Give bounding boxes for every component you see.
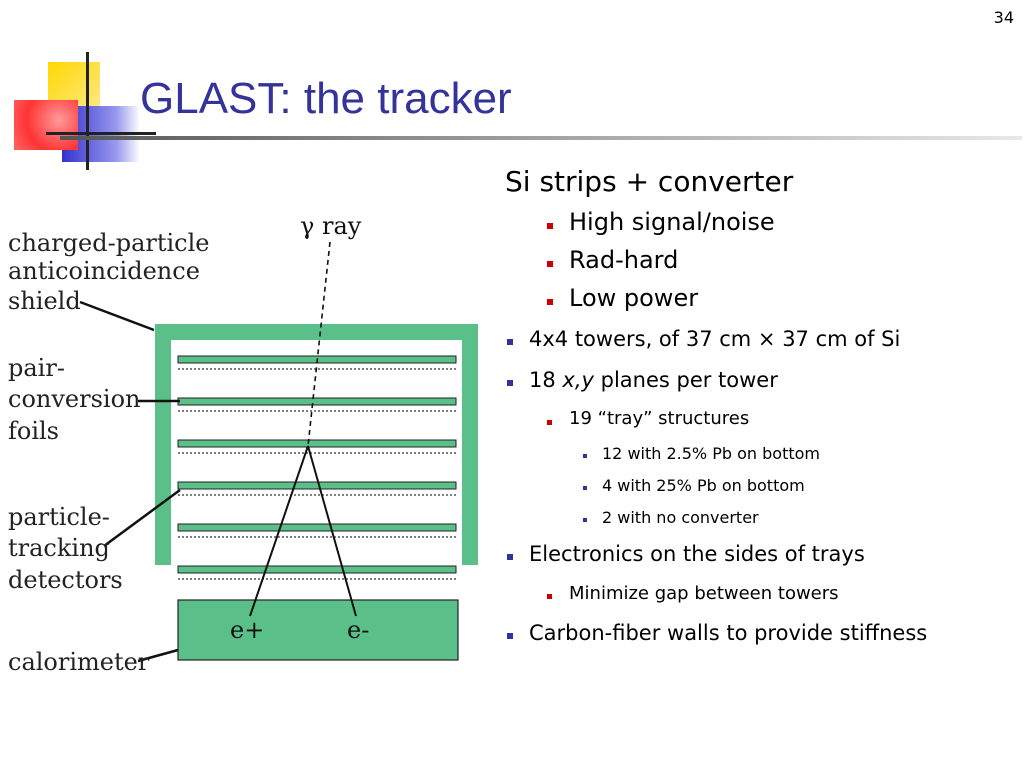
bullet-marker [507, 380, 513, 386]
foils-label-line: conversion [8, 385, 140, 413]
bullet-subsubitem: 12 with 2.5% Pb on bottom [602, 444, 820, 463]
bullet-text: 18 [529, 368, 563, 392]
calorimeter-block [177, 599, 459, 661]
tray [177, 397, 457, 406]
detectors-label-line: tracking [8, 534, 110, 562]
shield-label-line: shield [8, 287, 81, 315]
calorimeter-label-line: calorimeter [8, 648, 150, 676]
bullet-item: 18 x,y planes per tower [529, 368, 778, 392]
shield-pointer-line [79, 300, 155, 332]
shield-label-line: anticoincidence [8, 257, 200, 285]
logo-vertical-line [86, 52, 89, 170]
tray [177, 565, 457, 574]
shield-label: charged-particle anticoincidence shield [8, 229, 217, 315]
detectors-label-line: detectors [8, 566, 123, 594]
bullet-marker [547, 299, 553, 305]
bullet-marker [583, 454, 587, 458]
bullet-marker [583, 486, 587, 490]
bullet-marker [583, 518, 587, 522]
bullet-marker [507, 554, 513, 560]
electron-plus-label: e+ [230, 616, 264, 644]
bullet-subsubitem: 4 with 25% Pb on bottom [602, 476, 805, 495]
bullet-marker [547, 223, 553, 229]
bullet-marker [547, 261, 553, 267]
tray [177, 481, 457, 490]
logo-horizontal-line [46, 132, 156, 135]
slide-number: 34 [993, 8, 1014, 27]
slide-logo-decoration [0, 0, 160, 170]
calorimeter-pointer-line [137, 648, 179, 663]
bullet-subitem: 19 “tray” structures [569, 408, 750, 429]
tray [177, 439, 457, 448]
tracker-trays [177, 355, 457, 580]
bullet-subitem: Minimize gap between towers [569, 583, 839, 604]
electron-minus-label: e- [347, 616, 369, 644]
electron-minus-track [307, 445, 357, 617]
calorimeter-label: calorimeter [8, 648, 150, 676]
bullet-item: Electronics on the sides of trays [529, 542, 865, 566]
bullet-item: Low power [569, 284, 699, 312]
gamma-ray-label: γ ray [300, 212, 362, 240]
gamma-ray-path [307, 241, 331, 447]
foils-label-line: foils [8, 417, 59, 445]
bullet-marker [547, 594, 552, 599]
logo-red-square [14, 100, 78, 150]
bullet-heading: Si strips + converter [505, 165, 794, 198]
bullet-marker [507, 633, 513, 639]
bullet-item: Carbon-fiber walls to provide stiffness [529, 621, 928, 645]
tray [177, 523, 457, 532]
title-underline [60, 136, 1022, 140]
bullet-italic-text: x,y [562, 368, 594, 392]
bullet-marker [547, 420, 552, 425]
bullet-text: planes per tower [593, 368, 778, 392]
detectors-pointer-line [103, 488, 181, 548]
detectors-label-line: particle- [8, 503, 110, 531]
foils-label: pair- conversion foils [8, 354, 148, 445]
detectors-label: particle- tracking detectors [8, 503, 123, 594]
bullet-marker [507, 339, 513, 345]
electron-plus-track [249, 445, 309, 617]
bullet-item: Rad-hard [569, 246, 679, 274]
tracker-diagram: γ ray charged-particle anticoincidence s… [8, 212, 478, 676]
foils-label-line: pair- [8, 354, 65, 382]
bullet-subsubitem: 2 with no converter [602, 508, 759, 527]
slide-title: GLAST: the tracker [140, 74, 512, 123]
shield-label-line: charged-particle [8, 229, 210, 257]
bullet-item: 4x4 towers, of 37 cm × 37 cm of Si [529, 327, 901, 351]
bullet-item: High signal/noise [569, 208, 775, 236]
